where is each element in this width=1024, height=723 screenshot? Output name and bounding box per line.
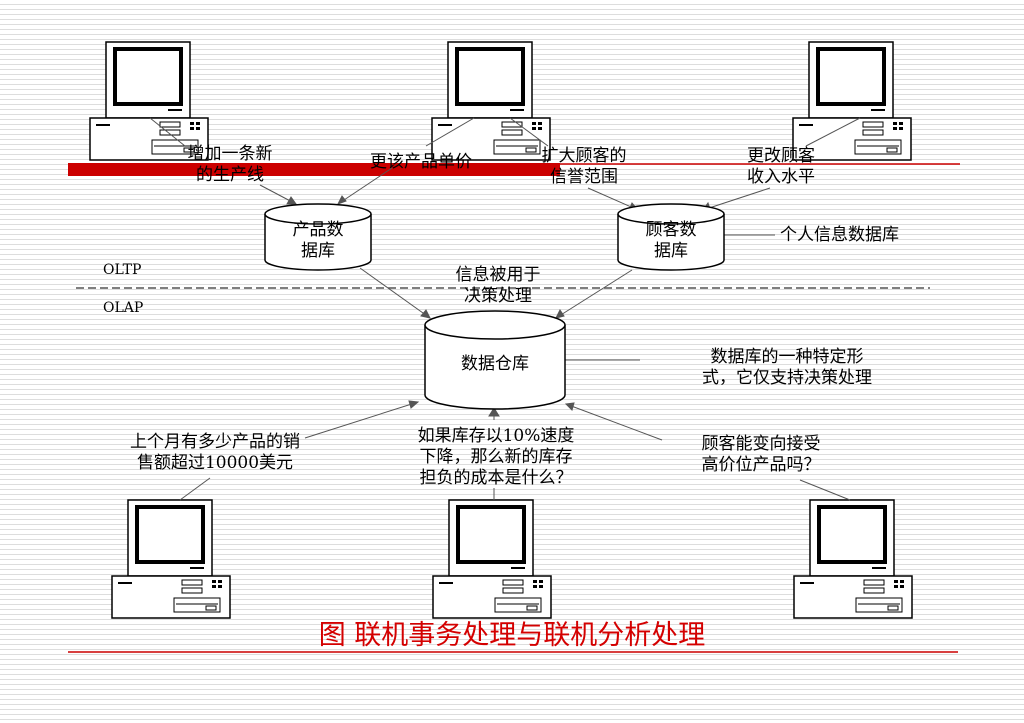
top-connectors (149, 117, 861, 501)
label-line: 增加一条新 (187, 144, 273, 164)
query-upsell: 顾客能变向接受 高价位产品吗？ (656, 434, 866, 476)
label-line: 下降，那么新的库存 (419, 447, 573, 467)
label-personal-db: 个人信息数据库 (780, 225, 899, 245)
label-line: 式，它仅支持决策处理 (702, 368, 872, 388)
label-line: 扩大顾客的 (541, 146, 627, 166)
layer-label-oltp: OLTP (103, 262, 142, 278)
product-db-cylinder (264, 203, 372, 271)
accent-bar (68, 163, 560, 176)
label-line: 顾客能变向接受 (701, 434, 821, 454)
label-decision-info: 信息被用于 决策处理 (418, 265, 578, 307)
label-line: 的生产线 (196, 165, 264, 185)
top-middle-computer (430, 40, 552, 162)
label-line: 顾客数 (645, 220, 697, 240)
label-line: 高价位产品吗？ (701, 455, 821, 475)
label-line: 更改顾客 (747, 146, 815, 166)
label-line: 售额超过10000美元 (136, 453, 294, 473)
label-change-income: 更改顾客 收入水平 (716, 146, 846, 188)
label-warehouse-definition: 数据库的一种特定形 式，它仅支持决策处理 (642, 347, 932, 389)
figure-caption: 图 联机事务处理与联机分析处理 (318, 620, 706, 651)
label-line: 担负的成本是什么？ (419, 468, 573, 488)
top-right-computer (791, 40, 913, 162)
label-line: 收入水平 (747, 167, 815, 187)
query-sales: 上个月有多少产品的销 售额超过10000美元 (70, 432, 360, 474)
label-line: 据库 (301, 241, 335, 261)
label-line: 数据库的一种特定形 (710, 347, 864, 367)
bottom-right-computer (792, 498, 914, 620)
label-line: 据库 (654, 241, 688, 261)
label-add-production-line: 增加一条新 的生产线 (160, 144, 300, 186)
label-line: 信息被用于 (455, 265, 541, 285)
customer-db-label: 顾客数 据库 (618, 220, 724, 262)
warehouse-label: 数据仓库 (461, 354, 529, 374)
bottom-left-computer (110, 498, 232, 620)
label-line: 信誉范围 (550, 167, 618, 187)
product-db-label: 产品数 据库 (265, 220, 371, 262)
warehouse-cylinder (424, 310, 566, 410)
customer-db-cylinder (617, 203, 725, 271)
label-line: 上个月有多少产品的销 (130, 432, 300, 452)
layer-label-olap: OLAP (103, 300, 144, 316)
label-change-price: 更该产品单价 (370, 152, 472, 172)
label-line: 决策处理 (464, 286, 532, 306)
label-line: 如果库存以10%速度 (417, 426, 575, 446)
label-expand-credit: 扩大顾客的 信誉范围 (514, 146, 654, 188)
query-inventory: 如果库存以10%速度 下降，那么新的库存 担负的成本是什么？ (366, 426, 626, 489)
top-left-computer (88, 40, 210, 162)
bottom-middle-computer (431, 498, 553, 620)
label-line: 产品数 (292, 220, 344, 240)
